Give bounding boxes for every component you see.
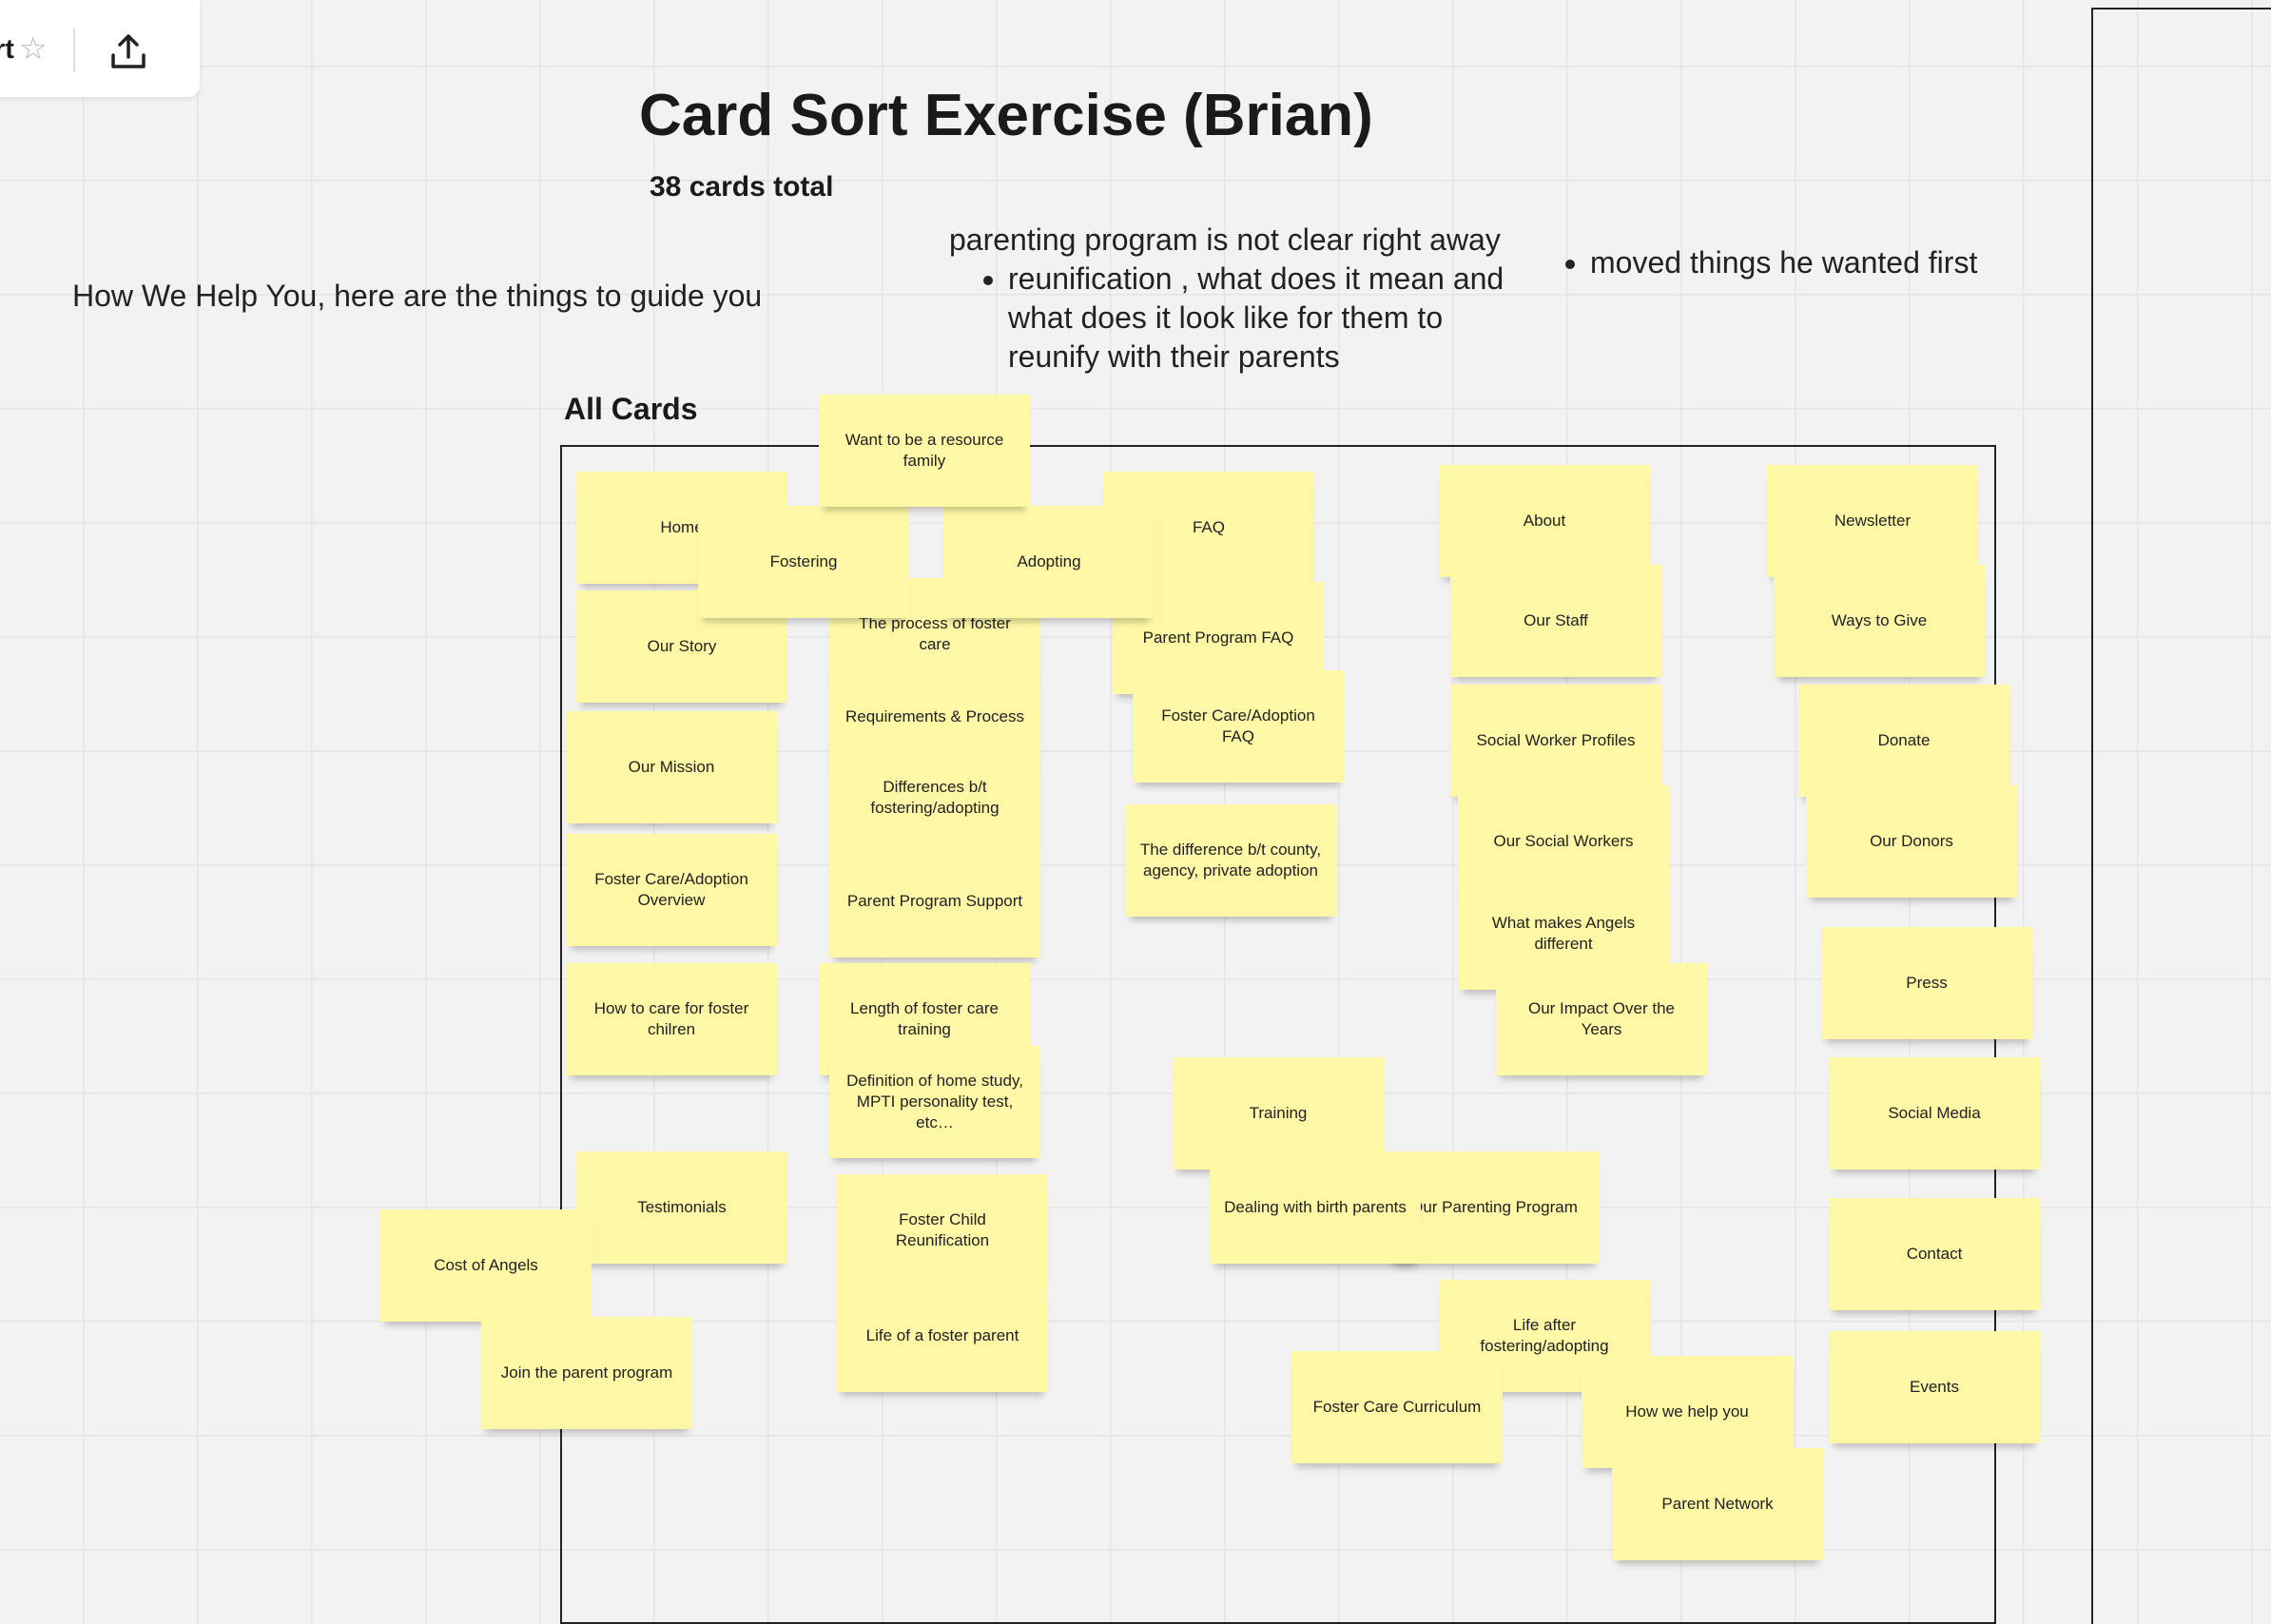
sticky-card[interactable]: Donate bbox=[1798, 685, 2009, 797]
sticky-card[interactable]: Join the parent program bbox=[481, 1317, 692, 1429]
sticky-card[interactable]: Fostering bbox=[698, 506, 909, 618]
sticky-card[interactable]: Parent Program Support bbox=[829, 845, 1040, 957]
sticky-card[interactable]: Social Media bbox=[1829, 1057, 2040, 1170]
sticky-card[interactable]: Ways to Give bbox=[1774, 565, 1985, 677]
board-title[interactable]: Card Sort Exercise (Brian) bbox=[639, 83, 1373, 148]
sticky-card[interactable]: Definition of home study, MPTI personali… bbox=[829, 1046, 1040, 1158]
sticky-card[interactable]: Newsletter bbox=[1767, 465, 1978, 577]
sticky-card[interactable]: Social Worker Profiles bbox=[1450, 685, 1661, 797]
sticky-card[interactable]: About bbox=[1439, 465, 1650, 577]
notes-list: reunification , what does it mean and wh… bbox=[949, 260, 1541, 377]
cards-total[interactable]: 38 cards total bbox=[650, 171, 834, 203]
sticky-card[interactable]: Our Mission bbox=[566, 711, 777, 823]
sticky-card[interactable]: Our Parenting Program bbox=[1388, 1151, 1600, 1264]
board-toolbar: rt ☆ bbox=[0, 0, 200, 97]
notes-bullet: reunification , what does it mean and wh… bbox=[1008, 260, 1541, 377]
sticky-card[interactable]: Press bbox=[1821, 927, 2032, 1039]
sticky-card[interactable]: Foster Child Reunification bbox=[837, 1174, 1048, 1286]
sticky-card[interactable]: Our Impact Over the Years bbox=[1496, 963, 1707, 1075]
guide-text[interactable]: How We Help You, here are the things to … bbox=[72, 279, 763, 313]
sticky-card[interactable]: Our Donors bbox=[1806, 785, 2017, 898]
frame-label[interactable]: All Cards bbox=[564, 392, 698, 426]
board-name[interactable]: rt bbox=[0, 34, 14, 65]
sticky-card[interactable]: Adopting bbox=[943, 506, 1155, 618]
sticky-card[interactable]: Dealing with birth parents bbox=[1210, 1151, 1421, 1264]
notes-list-2: moved things he wanted first bbox=[1531, 243, 1977, 282]
sticky-card[interactable]: Parent Network bbox=[1612, 1448, 1823, 1560]
sticky-card[interactable]: Foster Care/Adoption Overview bbox=[566, 834, 777, 946]
toolbar-divider bbox=[73, 29, 75, 72]
sticky-card[interactable]: Training bbox=[1173, 1057, 1384, 1170]
sticky-card[interactable]: Testimonials bbox=[576, 1151, 787, 1264]
adjacent-frame[interactable] bbox=[2091, 8, 2271, 1624]
sticky-card[interactable]: Life of a foster parent bbox=[837, 1280, 1048, 1392]
sticky-card[interactable]: How to care for foster chilren bbox=[566, 963, 777, 1075]
notes-block-2[interactable]: moved things he wanted first bbox=[1531, 243, 1977, 282]
export-icon[interactable] bbox=[109, 32, 147, 70]
sticky-card[interactable]: Want to be a resource family bbox=[819, 395, 1030, 507]
sticky-card[interactable]: Our Staff bbox=[1450, 565, 1661, 677]
sticky-card[interactable]: Foster Care Curriculum bbox=[1291, 1351, 1503, 1463]
sticky-card[interactable]: Cost of Angels bbox=[380, 1209, 592, 1322]
sticky-card[interactable]: Contact bbox=[1829, 1198, 2040, 1310]
sticky-card[interactable]: Foster Care/Adoption FAQ bbox=[1133, 670, 1344, 783]
sticky-card[interactable]: The difference b/t county, agency, priva… bbox=[1125, 804, 1336, 917]
notes-block[interactable]: parenting program is not clear right awa… bbox=[949, 221, 1541, 377]
sticky-card[interactable]: Differences b/t fostering/adopting bbox=[829, 742, 1040, 854]
sticky-card[interactable]: Events bbox=[1829, 1331, 2040, 1443]
notes-lead: parenting program is not clear right awa… bbox=[949, 222, 1501, 257]
notes-bullet: moved things he wanted first bbox=[1590, 243, 1977, 282]
star-icon[interactable]: ☆ bbox=[19, 30, 48, 66]
